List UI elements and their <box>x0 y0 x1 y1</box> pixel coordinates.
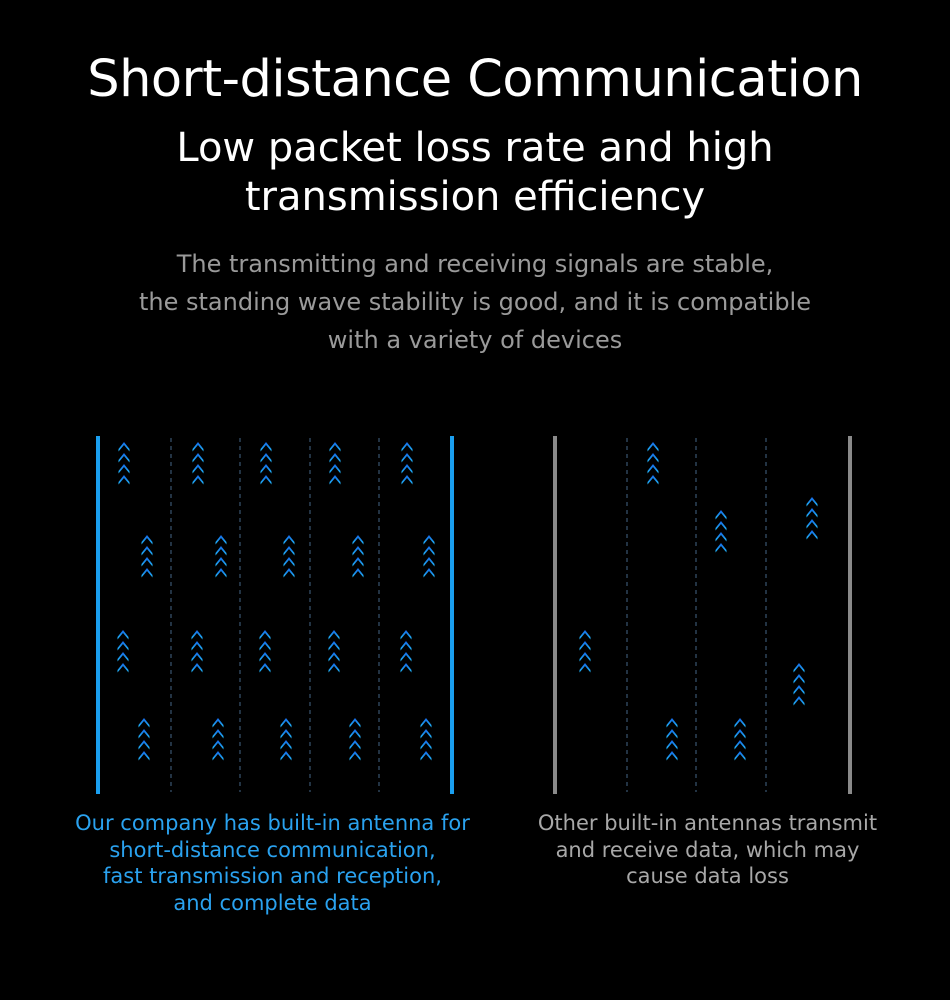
up-chevron-arrow-icon <box>793 663 805 706</box>
up-chevron-arrow-icon <box>118 442 130 485</box>
up-chevron-arrow-icon <box>117 630 129 673</box>
up-chevron-arrow-icon <box>401 442 413 485</box>
right-border-line <box>848 436 852 794</box>
other-caption-line-2: and receive data, which may <box>555 837 860 862</box>
other-caption-line-1: Other built-in antennas transmit <box>537 811 878 835</box>
up-chevron-arrow-icon <box>138 718 150 761</box>
up-chevron-arrow-icon <box>141 535 153 578</box>
other-antenna-diagram <box>553 436 852 794</box>
our-caption-line-4: and complete data <box>173 890 372 915</box>
our-caption-line-2: short-distance communication, <box>109 837 436 862</box>
right-border-line <box>450 436 454 794</box>
our-antenna-caption: Our company has built-in antenna for sho… <box>30 810 515 916</box>
up-chevron-arrow-icon <box>666 718 678 761</box>
left-border-line <box>96 436 100 794</box>
up-chevron-arrow-icon <box>260 442 272 485</box>
up-chevron-arrow-icon <box>715 510 727 553</box>
page-title: Short-distance Communication <box>87 50 863 109</box>
up-chevron-arrow-icon <box>400 630 412 673</box>
subtitle-line-1: Low packet loss rate and high <box>176 125 774 171</box>
up-chevron-arrow-icon <box>423 535 435 578</box>
up-chevron-arrow-icon <box>349 718 361 761</box>
other-caption-line-3: cause data loss <box>626 864 789 888</box>
description: The transmitting and receiving signals a… <box>0 245 950 359</box>
description-line-3: with a variety of devices <box>327 326 623 354</box>
up-chevron-arrow-icon <box>734 718 746 761</box>
page-subtitle: Low packet loss rate and high transmissi… <box>0 124 950 222</box>
up-chevron-arrow-icon <box>212 718 224 761</box>
up-chevron-arrow-icon <box>579 630 591 673</box>
subtitle-line-2: transmission efficiency <box>244 174 706 220</box>
our-caption-line-3: fast transmission and reception, <box>103 864 442 888</box>
left-border-line <box>553 436 557 794</box>
up-chevron-arrow-icon <box>215 535 227 578</box>
our-caption-line-1: Our company has built-in antenna for <box>75 811 470 835</box>
up-chevron-arrow-icon <box>283 535 295 578</box>
up-chevron-arrow-icon <box>420 718 432 761</box>
up-chevron-arrow-icon <box>352 535 364 578</box>
description-line-2: the standing wave stability is good, and… <box>139 288 811 316</box>
description-line-1: The transmitting and receiving signals a… <box>176 250 774 278</box>
up-chevron-arrow-icon <box>192 442 204 485</box>
other-antenna-caption: Other built-in antennas transmit and rec… <box>470 810 945 890</box>
up-chevron-arrow-icon <box>191 630 203 673</box>
our-antenna-diagram <box>96 436 454 794</box>
up-chevron-arrow-icon <box>647 442 659 485</box>
up-chevron-arrow-icon <box>259 630 271 673</box>
up-chevron-arrow-icon <box>806 497 818 540</box>
up-chevron-arrow-icon <box>328 630 340 673</box>
up-chevron-arrow-icon <box>329 442 341 485</box>
up-chevron-arrow-icon <box>280 718 292 761</box>
